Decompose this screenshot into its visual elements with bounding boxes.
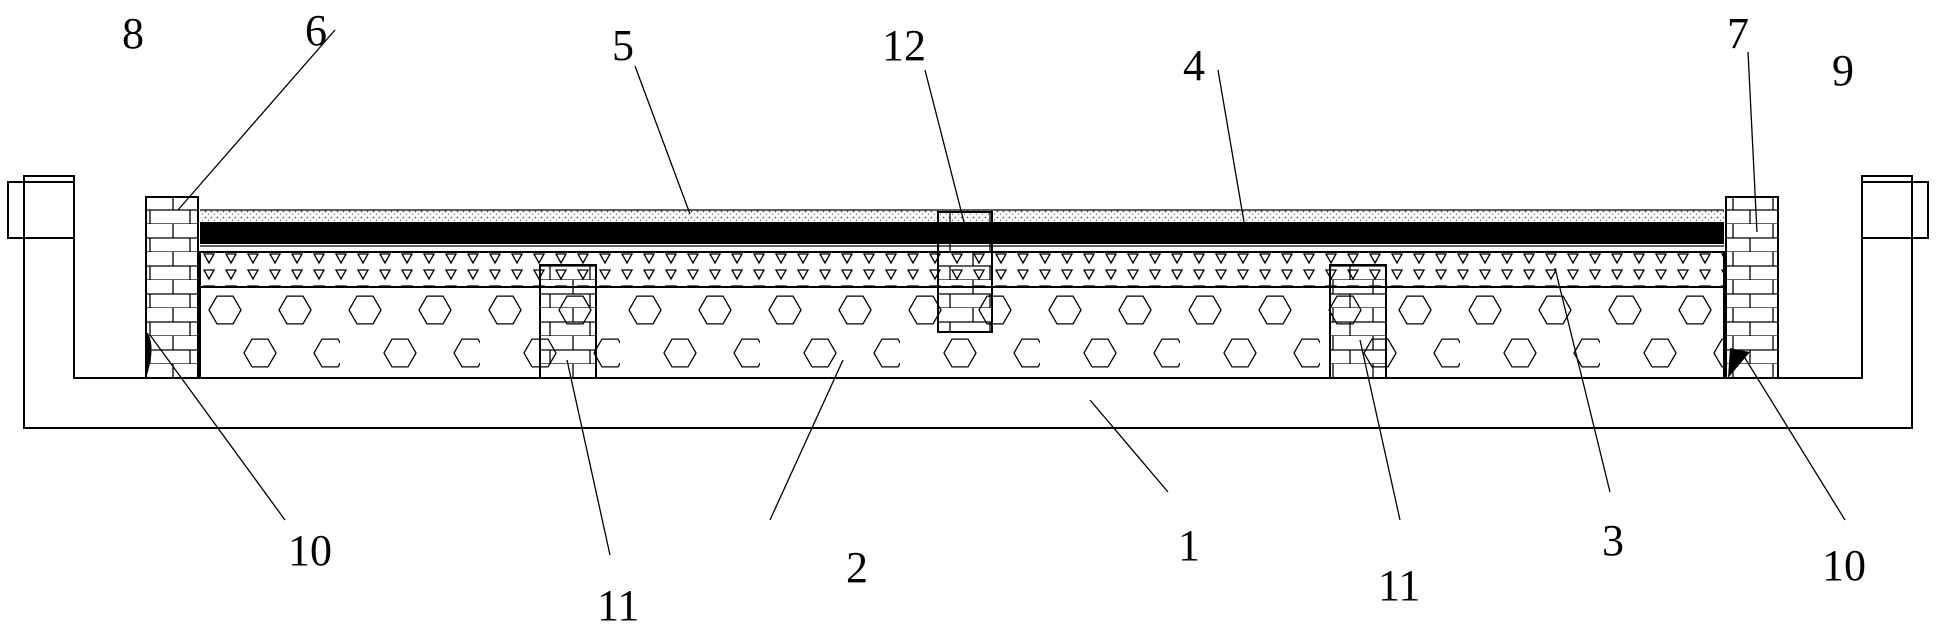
right-end-cap	[1861, 181, 1929, 239]
label-11-right: 11	[1378, 561, 1420, 610]
label-7: 7	[1727, 9, 1749, 58]
base-channel	[23, 175, 1913, 429]
central-pillar	[937, 211, 993, 333]
label-3: 3	[1602, 516, 1624, 565]
left-brick-wall	[145, 196, 199, 379]
label-4: 4	[1183, 41, 1205, 90]
right-corner-fillet	[1728, 348, 1750, 378]
label-5: 5	[612, 21, 634, 70]
label-12: 12	[882, 21, 926, 70]
left-inner-pillar	[539, 264, 597, 379]
label-1: 1	[1178, 521, 1200, 570]
label-10-right: 10	[1822, 541, 1866, 590]
label-8: 8	[122, 9, 144, 58]
label-10-left: 10	[288, 526, 332, 575]
label-9: 9	[1832, 46, 1854, 95]
label-6: 6	[305, 6, 327, 55]
leader-lines	[149, 29, 1846, 556]
right-brick-wall	[1725, 196, 1779, 379]
left-end-cap	[7, 181, 75, 239]
label-2: 2	[846, 543, 868, 592]
label-11-left: 11	[597, 581, 639, 624]
right-inner-pillar	[1329, 264, 1387, 379]
left-corner-fillet	[146, 333, 152, 378]
